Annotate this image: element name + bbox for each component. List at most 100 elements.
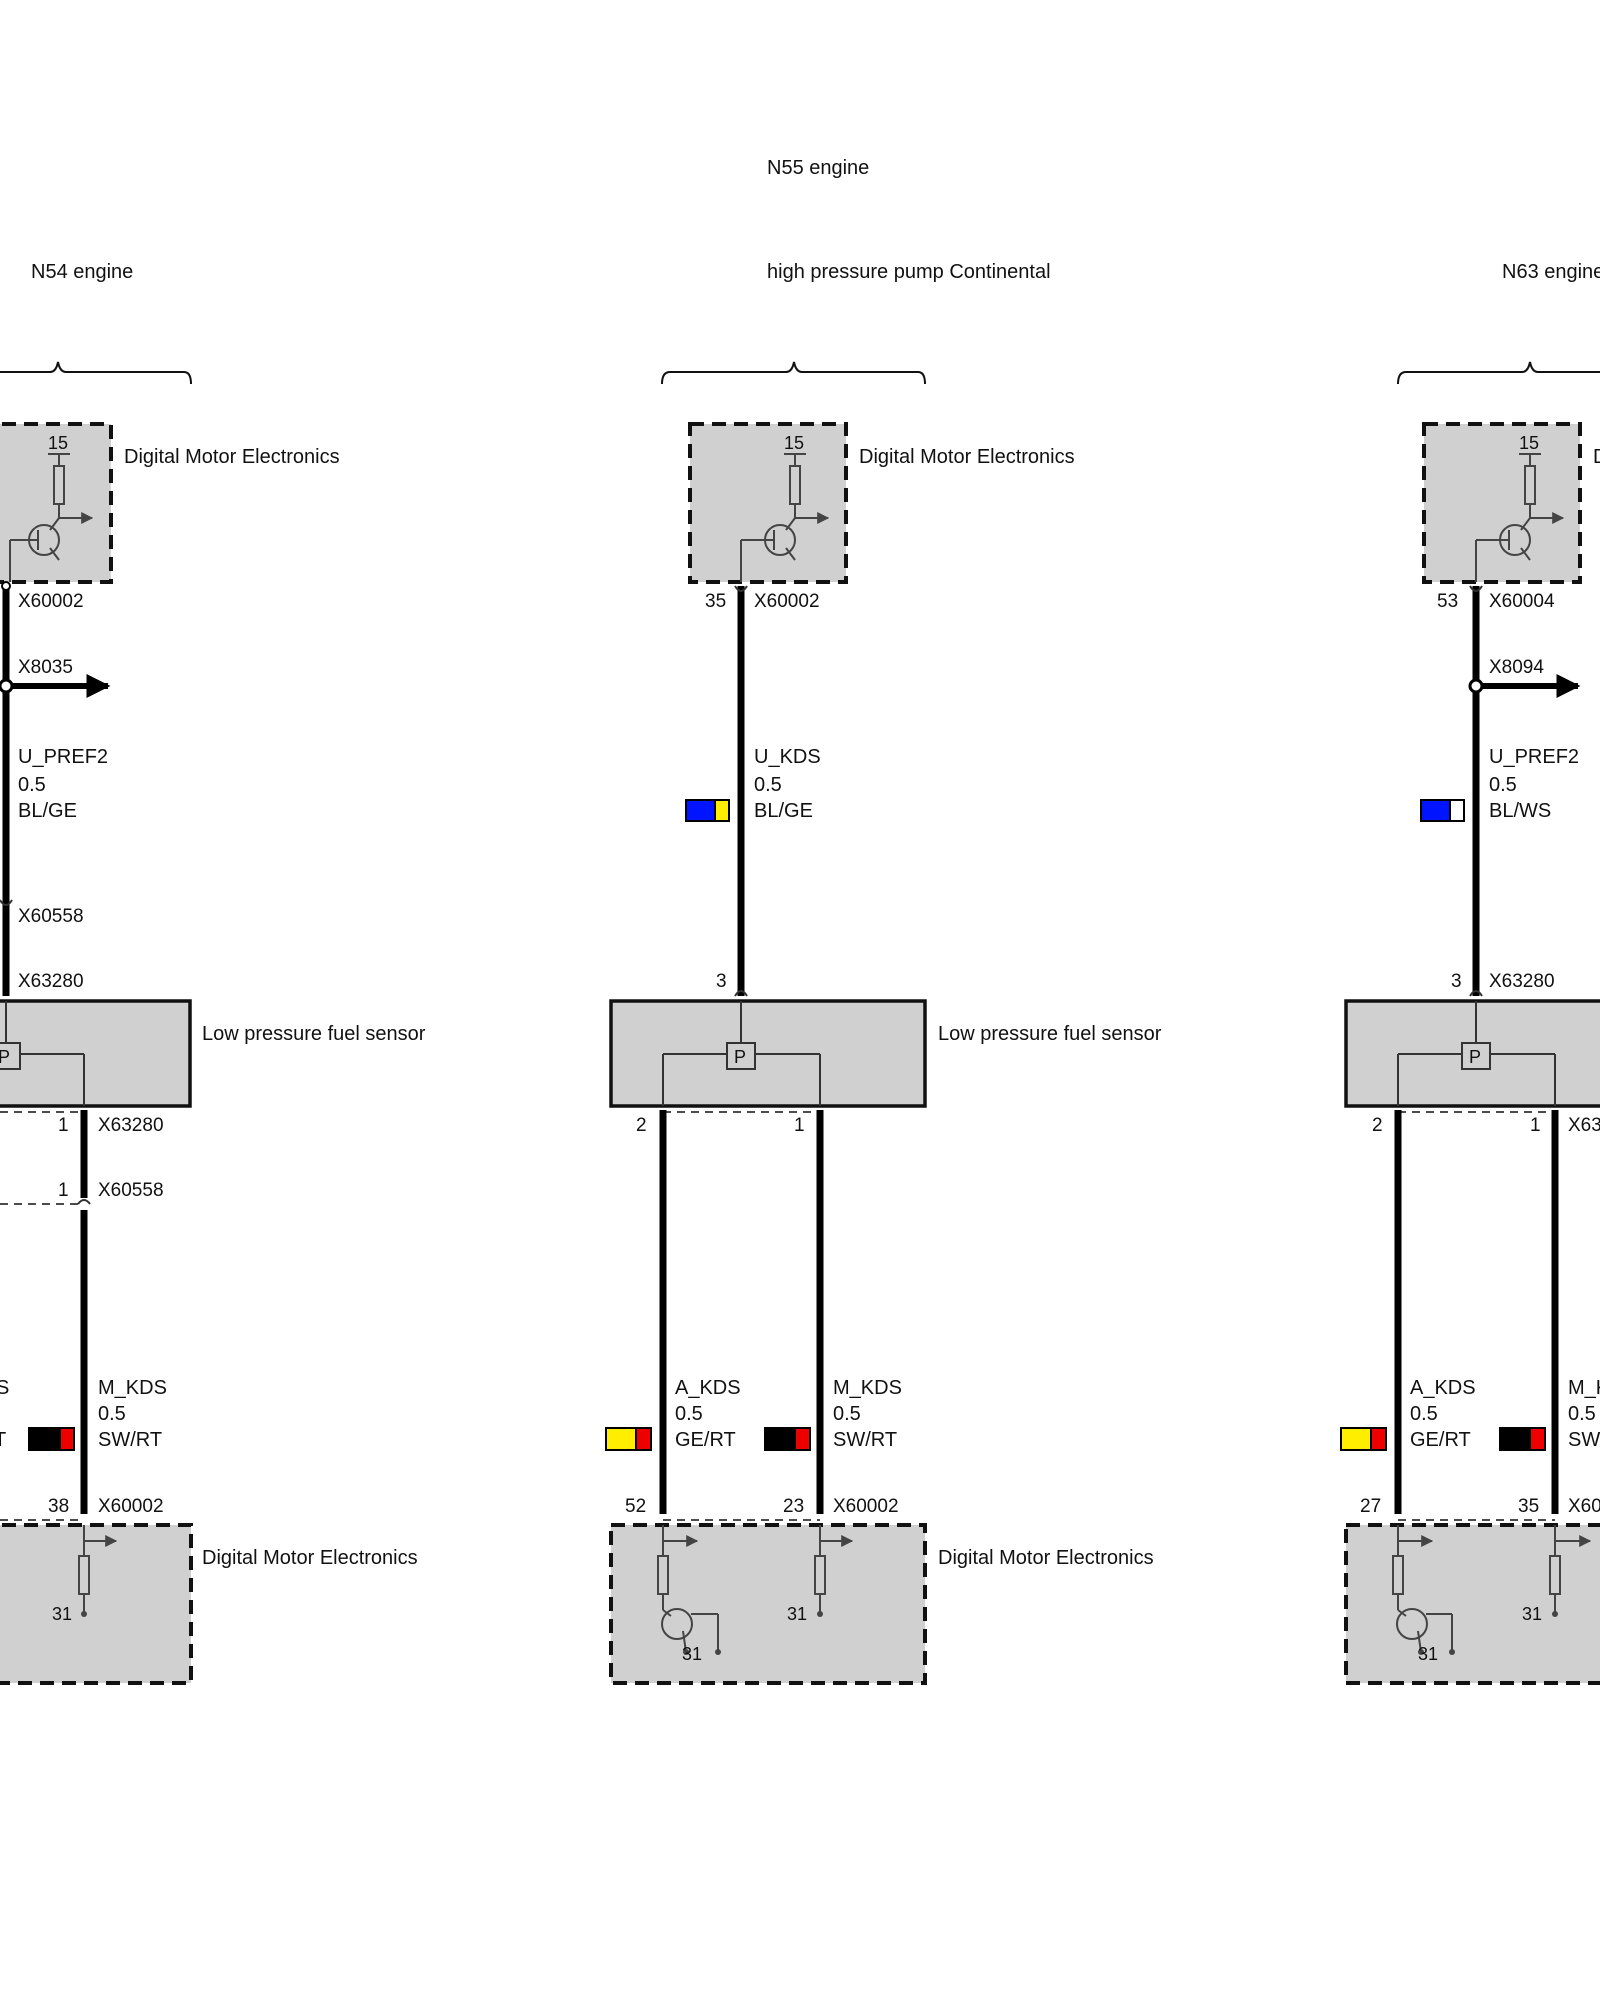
right-pin-1: 1: [1530, 1115, 1541, 1136]
left-conn-x60558-bottom: X60558: [98, 1180, 164, 1201]
n63-brace: [1397, 361, 1600, 385]
ground-icon: [1418, 1649, 1424, 1655]
ground-icon: [817, 1611, 823, 1617]
left-dme-bottom-label: Digital Motor Electronics: [202, 1547, 418, 1569]
pressure-sensor-icon: P: [1469, 1047, 1481, 1067]
terminal-15-label: 15: [48, 433, 68, 453]
left-conn-x63280-bottom: X63280: [98, 1115, 164, 1136]
left-dme-bottom-module: [0, 1523, 193, 1685]
terminal-15-label: 15: [784, 433, 804, 453]
n55-brace: [661, 361, 926, 385]
right-pin-53: 53: [1437, 591, 1458, 612]
right-section: 15 D 53 X60004 X8094 U_PREF2 0.5 BL/WS: [1340, 422, 1600, 1685]
middle-wire2-name: A_KDS: [675, 1377, 741, 1399]
left-conn-x63280-top: X63280: [18, 971, 84, 992]
left-pin-1-sensor: 1: [58, 1115, 69, 1136]
right-wire3-name-partial: M_K: [1568, 1377, 1600, 1399]
ground-icon: [1552, 1611, 1558, 1617]
left-sensor-symbol: P: [0, 1001, 85, 1106]
right-dme-top-module: [1422, 422, 1582, 584]
n55-subtitle: high pressure pump Continental: [767, 261, 1051, 283]
n54-engine-title: N54 engine: [31, 261, 133, 283]
middle-pin-3: 3: [716, 971, 727, 992]
left-pin-38: 38: [48, 1496, 69, 1517]
left-conn-x60002-top: X60002: [18, 591, 84, 612]
right-ground-31b: 31: [1522, 1604, 1542, 1624]
ground-icon: [1449, 1649, 1455, 1655]
right-wire2-name: A_KDS: [1410, 1377, 1476, 1399]
pressure-sensor-icon: P: [0, 1047, 10, 1067]
right-wire2-color-swatch: [1340, 1427, 1387, 1451]
left-dme-top-label: Digital Motor Electronics: [124, 446, 340, 468]
middle-wire3-color-swatch: [764, 1427, 811, 1451]
middle-wire3-color: SW/RT: [833, 1429, 897, 1451]
splice-node-icon: [0, 678, 14, 694]
middle-sensor-label: Low pressure fuel sensor: [938, 1023, 1162, 1045]
middle-pin-23: 23: [783, 1496, 804, 1517]
terminal-15-label: 15: [1519, 433, 1539, 453]
left-wire3-size: 0.5: [98, 1403, 126, 1425]
left-splice-x8035: X8035: [18, 657, 73, 678]
pressure-sensor-icon: P: [734, 1047, 746, 1067]
middle-pin-35: 35: [705, 591, 726, 612]
middle-wire3-size: 0.5: [833, 1403, 861, 1425]
middle-wire2-color-swatch: [605, 1427, 652, 1451]
left-dme-bottom-symbol: 31: [52, 1525, 118, 1624]
right-pin-2: 2: [1372, 1115, 1383, 1136]
left-wire1-size: 0.5: [18, 774, 46, 796]
middle-wire1-name: U_KDS: [754, 746, 821, 768]
transistor-icon: [1396, 1608, 1428, 1640]
left-wire2-name-partial: S: [0, 1377, 9, 1399]
left-dme-top-symbol: 15: [9, 433, 94, 582]
left-sensor-label: Low pressure fuel sensor: [202, 1023, 426, 1045]
left-pin-1-x60558: 1: [58, 1180, 69, 1201]
right-wire3-color-swatch: [1499, 1427, 1546, 1451]
right-sensor-symbol: P: [1397, 1001, 1556, 1106]
middle-section: 15 Digital Motor Electronics 35 X60002 U…: [605, 422, 1162, 1685]
middle-dme-top-label: Digital Motor Electronics: [859, 446, 1075, 468]
middle-dme-top-module: [688, 422, 848, 584]
right-wire1-size: 0.5: [1489, 774, 1517, 796]
right-dme-bottom-symbol: 31 31: [1392, 1525, 1592, 1664]
right-dme-top-label-partial: D: [1593, 446, 1600, 468]
ground-icon: [683, 1649, 689, 1655]
n55-engine-title: N55 engine: [767, 157, 869, 179]
middle-sensor-symbol: P: [662, 1001, 821, 1106]
left-ground-31: 31: [52, 1604, 72, 1624]
right-wire2-color: GE/RT: [1410, 1429, 1471, 1451]
middle-dme-bottom-module: [609, 1523, 927, 1685]
right-conn-x63280-top: X63280: [1489, 971, 1555, 992]
right-wire3-size: 0.5: [1568, 1403, 1596, 1425]
right-dme-top-symbol: 15: [1475, 433, 1565, 582]
right-dme-bottom-module: [1344, 1523, 1600, 1685]
ground-icon: [81, 1611, 87, 1617]
transistor-icon: [661, 1608, 693, 1640]
right-wire2-size: 0.5: [1410, 1403, 1438, 1425]
left-conn-x60558-top: X60558: [18, 906, 84, 927]
middle-wire3-name: M_KDS: [833, 1377, 902, 1399]
right-conn-bottom-partial: X63: [1568, 1115, 1600, 1136]
middle-dme-bottom-symbol: 31 31: [657, 1525, 854, 1664]
middle-dme-bottom-label: Digital Motor Electronics: [938, 1547, 1154, 1569]
middle-ground-31b: 31: [787, 1604, 807, 1624]
right-pin-3: 3: [1451, 971, 1462, 992]
right-wire1-color: BL/WS: [1489, 800, 1551, 822]
left-wire1-name: U_PREF2: [18, 746, 108, 768]
middle-conn-x60002-bottom: X60002: [833, 1496, 899, 1517]
left-conn-x60002-bottom: X60002: [98, 1496, 164, 1517]
middle-wire1-color-swatch: [685, 799, 730, 822]
left-wire2-color-partial: T: [0, 1429, 6, 1451]
middle-wire1-size: 0.5: [754, 774, 782, 796]
middle-wire2-color: GE/RT: [675, 1429, 736, 1451]
right-wire3-color-partial: SW/: [1568, 1429, 1600, 1451]
left-wire3-color-swatch: [28, 1427, 75, 1451]
middle-pin-52: 52: [625, 1496, 646, 1517]
left-wire3-name: M_KDS: [98, 1377, 167, 1399]
n63-engine-title: N63 engine: [1502, 261, 1600, 283]
middle-ground-31a: 31: [682, 1644, 702, 1664]
right-ground-31a: 31: [1418, 1644, 1438, 1664]
right-wire1-color-swatch: [1420, 799, 1465, 822]
right-conn-x60004: X60004: [1489, 591, 1555, 612]
right-wire1-name: U_PREF2: [1489, 746, 1579, 768]
middle-pin-1: 1: [794, 1115, 805, 1136]
